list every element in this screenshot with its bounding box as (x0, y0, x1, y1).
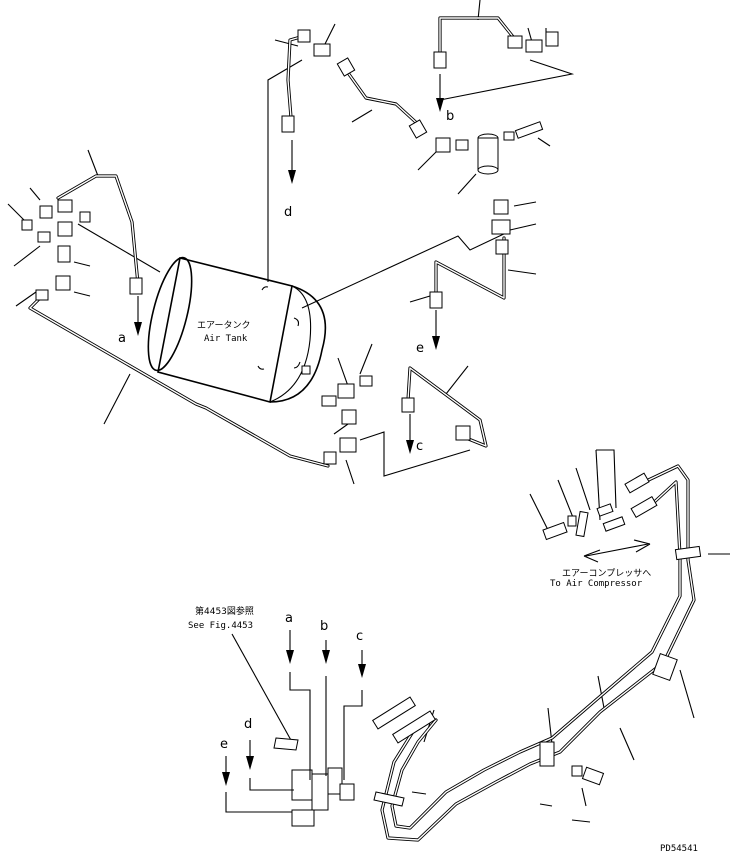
drawing-number: PD54541 (660, 844, 698, 854)
compressor-label-jp: エアーコンプレッサへ (562, 568, 651, 579)
letter-e-lower: e (220, 737, 228, 752)
letter-d-lower: d (244, 717, 252, 732)
pipes-upper (28, 16, 516, 468)
see-fig-label-en: See Fig.4453 (188, 621, 253, 631)
letter-c-lower: c (356, 629, 363, 644)
guide-lines (7, 0, 730, 823)
letter-a-lower: a (285, 611, 293, 626)
letter-b-upper: b (446, 109, 454, 124)
tank-label-en: Air Tank (204, 334, 248, 344)
compressor-label-en: To Air Compressor (550, 579, 643, 589)
tank-label-jp: エアータンク (197, 320, 250, 331)
letter-c-upper: c (416, 439, 423, 454)
connection-arrows (134, 74, 444, 813)
fittings (21, 29, 658, 827)
pipes-lower (372, 464, 702, 842)
air-tank (147, 256, 327, 403)
letter-d-upper: d (284, 205, 292, 220)
letter-a-upper: a (118, 331, 126, 346)
letter-b-lower: b (320, 619, 328, 634)
letter-e-upper: e (416, 341, 424, 356)
see-fig-label-jp: 第4453図参照 (195, 605, 254, 617)
